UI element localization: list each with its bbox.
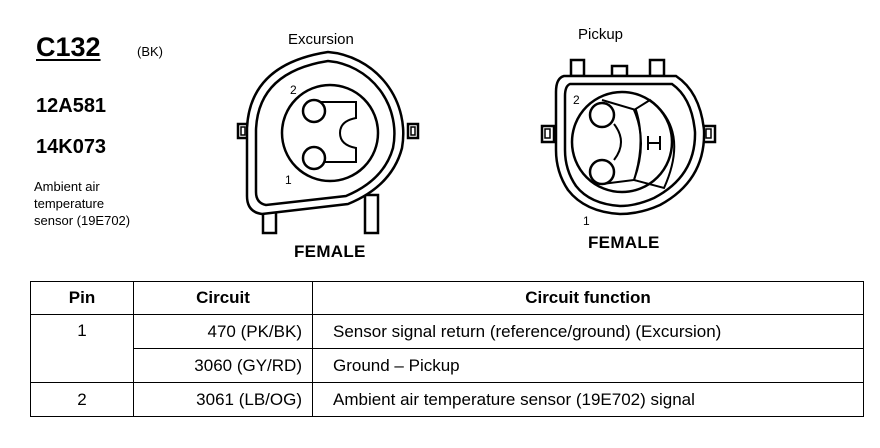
header-circuit: Circuit: [133, 281, 313, 315]
pickup-key-shape: [601, 99, 642, 185]
table-header-row: Pin Circuit Circuit function: [30, 281, 864, 315]
pickup-right-tab-hole: [705, 128, 712, 139]
table-row: 2 3061 (LB/OG) Ambient air temperature s…: [30, 382, 864, 417]
row-2-function: Ground – Pickup: [312, 348, 864, 383]
pinout-table: Pin Circuit Circuit function 1 470 (PK/B…: [30, 281, 864, 417]
excursion-view-title: Excursion: [288, 31, 354, 48]
excursion-body-inner-outline: [254, 59, 396, 207]
excursion-left-tab-hole: [240, 126, 246, 136]
excursion-pin-label-1: 1: [285, 173, 292, 187]
description-line-2: temperature: [34, 196, 105, 211]
connector-id: C132: [36, 32, 101, 62]
header-pin: Pin: [30, 281, 134, 315]
row-2-circuit: 3060 (GY/RD): [133, 348, 313, 383]
row-3-pin: 2: [30, 382, 134, 417]
description-line-3: sensor (19E702): [34, 213, 131, 228]
row-1-function: Sensor signal return (reference/ground) …: [312, 314, 864, 349]
table-row: 1 470 (PK/BK) Sensor signal return (refe…: [30, 314, 864, 383]
pickup-top-latch-right: [648, 58, 666, 78]
pickup-top-latch-left: [569, 58, 586, 78]
pickup-face-circle: [570, 90, 674, 194]
pickup-pin-label-1: 1: [583, 214, 590, 228]
connector-description: Ambient air temperature sensor (19E702): [34, 178, 184, 229]
excursion-connector-face: [236, 50, 420, 235]
pickup-connector-face: [540, 58, 717, 216]
pickup-pin-2-cavity: [588, 101, 616, 129]
pickup-h-mark: [647, 136, 661, 150]
row-3-circuit: 3061 (LB/OG): [133, 382, 313, 417]
connector-face-views: Excursion 2 1 FEMALE Pickup 2 1 FEMALE: [236, 26, 717, 261]
part-number-2: 14K073: [36, 136, 107, 158]
excursion-right-tab-hole: [410, 126, 416, 136]
row-3-function: Ambient air temperature sensor (19E702) …: [312, 382, 864, 417]
excursion-body-outline: [245, 50, 405, 216]
excursion-face-circle: [280, 83, 380, 183]
pickup-view-title: Pickup: [578, 26, 623, 43]
pickup-gender-label: FEMALE: [588, 233, 660, 252]
row-1-pin: 1: [30, 314, 134, 383]
description-line-1: Ambient air: [34, 179, 100, 194]
excursion-right-tab: [406, 122, 420, 140]
connector-color-code: (BK): [137, 44, 163, 59]
excursion-gender-label: FEMALE: [294, 242, 366, 261]
pickup-body-inner-outline: [563, 82, 697, 208]
excursion-pin-1-cavity: [301, 145, 327, 171]
excursion-key-shape: [314, 101, 357, 163]
pickup-top-latch-middle: [610, 64, 629, 78]
pickup-pin-label-2: 2: [573, 93, 580, 107]
pickup-pin-1-cavity: [588, 158, 616, 186]
part-number-1: 12A581: [36, 95, 107, 117]
header-circuit-function: Circuit function: [312, 281, 864, 315]
excursion-right-leg: [363, 193, 380, 235]
excursion-pin-label-2: 2: [290, 83, 297, 97]
pickup-left-tab-hole: [544, 128, 551, 139]
excursion-pin-2-cavity: [301, 98, 327, 124]
row-1-circuit: 470 (PK/BK): [133, 314, 313, 349]
table-row: 3060 (GY/RD) Ground – Pickup: [31, 348, 864, 383]
